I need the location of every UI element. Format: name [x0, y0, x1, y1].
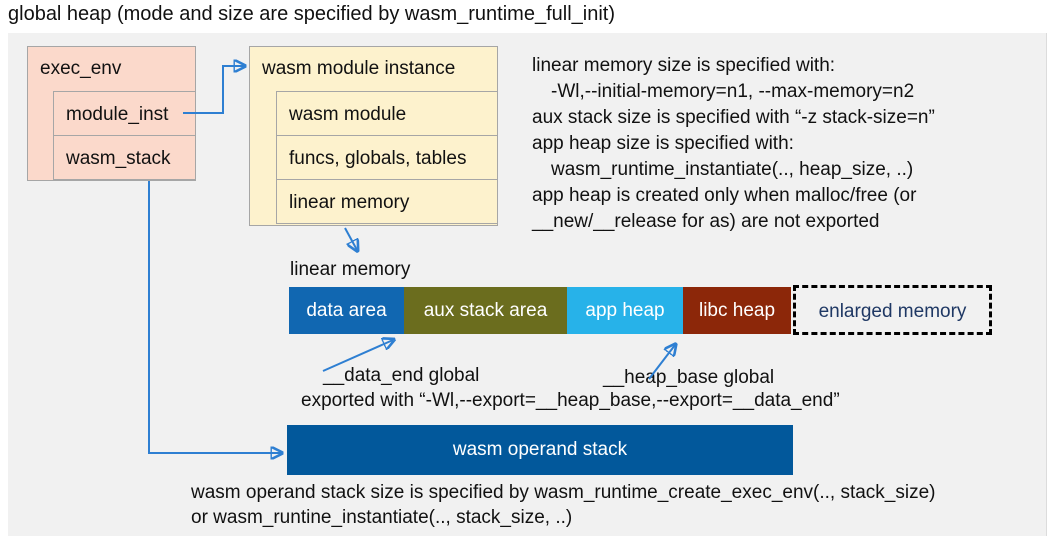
module-instance-header: wasm module instance: [262, 58, 456, 79]
operand-stack-note-line2: or wasm_runtine_instantiate(.., stack_si…: [191, 507, 573, 528]
heap-base-global-label: __heap_base global: [603, 367, 775, 388]
export-note: exported with “-Wl,--export=__heap_base,…: [301, 390, 840, 411]
operand-stack-box: wasm operand stack: [287, 425, 793, 475]
exec-env-row-wasm-stack: wasm_stack: [53, 135, 196, 180]
segment-data-area: data area: [289, 287, 404, 334]
data-end-global-label: __data_end global: [323, 365, 480, 386]
module-instance-row-linear-memory: linear memory: [276, 179, 498, 224]
segment-enlarged-memory: enlarged memory: [793, 285, 992, 335]
note-line: linear memory size is specified with:: [532, 55, 836, 76]
segment-app-heap: app heap: [567, 287, 683, 334]
operand-stack-note-line1: wasm operand stack size is specified by …: [191, 482, 936, 503]
segment-aux-stack-area: aux stack area: [404, 287, 567, 334]
module-instance-row-funcs-globals-tables: funcs, globals, tables: [276, 135, 498, 180]
exec-env-row-module-inst: module_inst: [53, 91, 196, 136]
operand-stack-note: wasm operand stack size is specified by …: [191, 480, 936, 530]
exec-env-header: exec_env: [40, 58, 122, 79]
segment-libc-heap: libc heap: [683, 287, 791, 334]
note-line: app heap size is specified with:: [532, 133, 794, 154]
note-line: -Wl,--initial-memory=n1, --max-memory=n2: [551, 81, 915, 102]
note-line: __new/__release for as) are not exported: [532, 211, 880, 232]
note-line: wasm_runtime_instantiate(.., heap_size, …: [551, 159, 914, 180]
note-line: aux stack size is specified with “-z sta…: [532, 107, 935, 128]
module-instance-box: wasm module instance wasm module funcs, …: [249, 46, 498, 226]
linear-memory-label: linear memory: [290, 259, 411, 280]
note-line: app heap is created only when malloc/fre…: [532, 185, 917, 206]
module-instance-row-wasm-module: wasm module: [276, 91, 498, 136]
notes-right: linear memory size is specified with: -W…: [532, 53, 935, 235]
exec-env-box: exec_env module_inst wasm_stack: [27, 46, 196, 181]
diagram-title: global heap (mode and size are specified…: [8, 3, 615, 25]
